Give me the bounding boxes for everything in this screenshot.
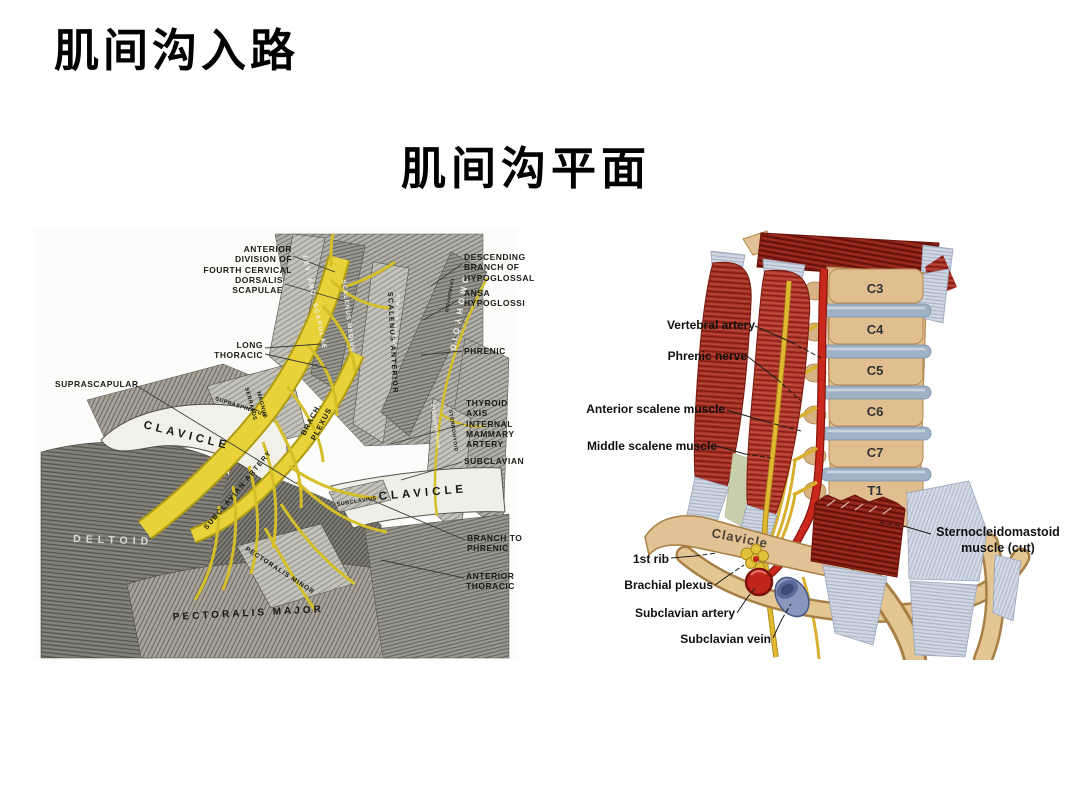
label-long-thoracic: LONG THORACIC xyxy=(214,340,263,361)
label-anterior-thoracic: ANTERIOR THORACIC xyxy=(466,571,515,592)
label-anterior-scalene: Anterior scalene muscle xyxy=(586,402,725,416)
middle-scalene-muscle xyxy=(686,250,752,528)
label-phrenic-nerve: Phrenic nerve xyxy=(667,349,747,363)
thyrohyoid-text: THYROHYOID xyxy=(444,278,455,314)
vertebra-labels: C3 C4 C5 C6 C7 T1 xyxy=(867,281,884,498)
ligament-tufts xyxy=(822,480,1022,658)
vertebra-c5: C5 xyxy=(867,363,884,378)
label-ansa-hypoglossi: ANSA HYPOGLOSSI xyxy=(464,288,526,309)
label-subclavian-vein: Subclavian vein xyxy=(680,632,771,646)
label-brachial-plexus: Brachial plexus xyxy=(624,578,713,592)
figure-subtitle: 肌间沟平面 xyxy=(401,144,652,194)
label-middle-scalene: Middle scalene muscle xyxy=(586,439,717,453)
page-title: 肌间沟入路 xyxy=(54,26,300,76)
label-vertebral-artery: Vertebral artery xyxy=(666,318,755,332)
brachial-plexus-cross-section xyxy=(740,543,769,572)
interscalene-anatomy-figure: C3 C4 C5 C6 C7 T1 xyxy=(565,225,1070,660)
engraving-artwork: CLAVICLE CLAVICLE DELTOID PECTORALIS MAJ… xyxy=(40,233,510,659)
grays-brachial-plexus-figure: CLAVICLE CLAVICLE DELTOID PECTORALIS MAJ… xyxy=(35,228,534,660)
sternocleidomastoid-cut xyxy=(810,494,906,578)
label-first-rib: 1st rib xyxy=(632,552,669,566)
label-sternocleidomastoid: Sternocleidomastoid muscle (cut) xyxy=(936,525,1060,555)
label-descending-branch: DESCENDING BRANCH OF HYPOGLOSSAL xyxy=(464,252,535,283)
vertebra-t1: T1 xyxy=(867,483,882,498)
subclavian-artery-cross-section xyxy=(744,567,774,597)
label-subclavian: SUBCLAVIAN xyxy=(464,456,525,466)
color-plate-artwork: C3 C4 C5 C6 C7 T1 xyxy=(644,230,1031,660)
leader-lines xyxy=(670,325,932,639)
sternothyroid-text: STERNOTHYROID xyxy=(430,403,441,449)
com-car-artery-text: COM. CAR. ARTERY xyxy=(392,294,401,346)
deltoid-text: DELTOID xyxy=(73,533,153,548)
vertebra-c6: C6 xyxy=(867,404,884,419)
leader-lines xyxy=(136,255,466,579)
vertebra-c3: C3 xyxy=(867,281,884,296)
label-thyroid-axis: THYROID AXIS INTERNAL MAMMARY ARTERY xyxy=(466,398,515,450)
label-subclavian-artery: Subclavian artery xyxy=(634,606,735,620)
subclavian-vein-cross-section xyxy=(774,576,810,618)
label-dorsalis-scapulae: DORSALIS SCAPULAE xyxy=(232,275,283,296)
label-phrenic: PHRENIC xyxy=(464,346,506,356)
vertebra-c7: C7 xyxy=(867,445,884,460)
label-branch-to-phrenic: BRANCH TO PHRENIC xyxy=(467,533,523,554)
cervical-spine: C3 C4 C5 C6 C7 T1 xyxy=(803,255,957,528)
label-suprascapular: SUPRASCAPULAR xyxy=(55,379,139,389)
label-anterior-division: ANTERIOR DIVISION OF FOURTH CERVICAL xyxy=(203,244,292,275)
intervertebral-discs xyxy=(820,303,932,482)
vertebra-c4: C4 xyxy=(867,322,884,337)
sternohyoid-text: STERNOHYOID xyxy=(447,409,459,452)
